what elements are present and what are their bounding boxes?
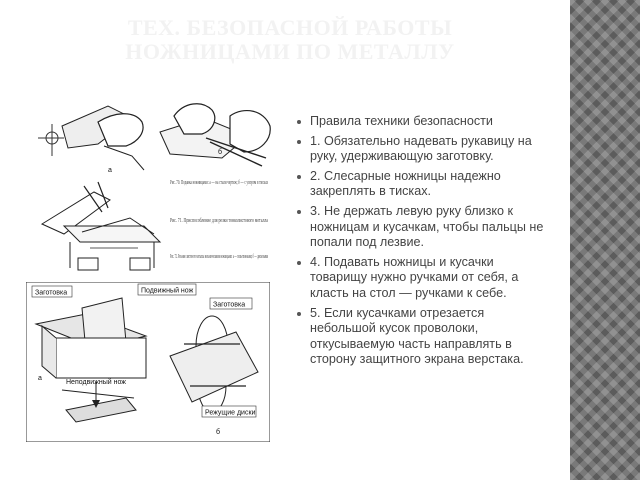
label-nepodvizhny-nozh: Неподвижный нож (66, 378, 126, 386)
bottom-figure-label-b: б (216, 428, 220, 436)
list-item: 1. Обязательно надевать рукавицу на руку… (296, 134, 546, 165)
list-item: 3. Не держать левую руку близко к ножниц… (296, 204, 546, 251)
decorative-side-pattern (570, 0, 640, 480)
caption-fig71: Рис. 71. Приспособление для резки тонкол… (170, 217, 268, 224)
bottom-figure-label-a: а (38, 375, 42, 382)
bullet-dot (297, 174, 301, 179)
slide-title: ТЕХ. БЕЗОПАСНОЙ РАБОТЫ НОЖНИЦАМИ ПО МЕТА… (30, 16, 550, 64)
bullet-dot (297, 260, 301, 265)
figure-mechanical-shears: Заготовка Подвижный нож Заготовка Неподв… (26, 282, 270, 442)
bullet-text: 4. Подавать ножницы и кусачки товарищу н… (310, 254, 519, 300)
list-item: 4. Подавать ножницы и кусачки товарищу н… (296, 255, 546, 302)
safety-rules-list: Правила техники безопасности 1. Обязател… (296, 114, 546, 372)
label-zagotovka-right: Заготовка (213, 302, 245, 309)
figure-vise-and-captions: Рис. 70. Подавка ножницами: а — на стали… (34, 178, 270, 278)
top-figure-label-b: б (218, 148, 222, 156)
bullet-text: 2. Слесарные ножницы надежно закреплять … (310, 168, 501, 199)
bullet-dot (297, 209, 301, 214)
bullet-text: 5. Если кусачками отрезается небольшой к… (310, 305, 524, 367)
bullet-dot (297, 120, 301, 124)
caption-fig72: Рис. 72. Резание листового металла механ… (170, 253, 268, 260)
caption-fig70: Рис. 70. Подавка ножницами: а — на стали… (170, 179, 268, 186)
list-item: Правила техники безопасности (296, 114, 546, 130)
label-rezhushchie-diski: Режущие диски (205, 410, 256, 417)
bullet-dot (297, 139, 301, 144)
label-zagotovka-left: Заготовка (35, 290, 67, 297)
list-item: 2. Слесарные ножницы надежно закреплять … (296, 169, 546, 200)
list-item: 5. Если кусачками отрезается небольшой к… (296, 306, 546, 368)
top-figure-label-a: а (108, 167, 112, 174)
bullet-dot (297, 311, 301, 316)
bullet-text: 3. Не держать левую руку близко к ножниц… (310, 203, 544, 250)
bullet-text: 1. Обязательно надевать рукавицу на руку… (310, 133, 532, 164)
title-line-1: ТЕХ. БЕЗОПАСНОЙ РАБОТЫ (127, 15, 453, 40)
title-line-2: НОЖНИЦАМИ ПО МЕТАЛЛУ (125, 39, 455, 64)
figure-hands-cutting: а б (34, 96, 280, 176)
bullet-text: Правила техники безопасности (310, 114, 493, 128)
label-podvizhny-nozh: Подвижный нож (141, 287, 194, 295)
